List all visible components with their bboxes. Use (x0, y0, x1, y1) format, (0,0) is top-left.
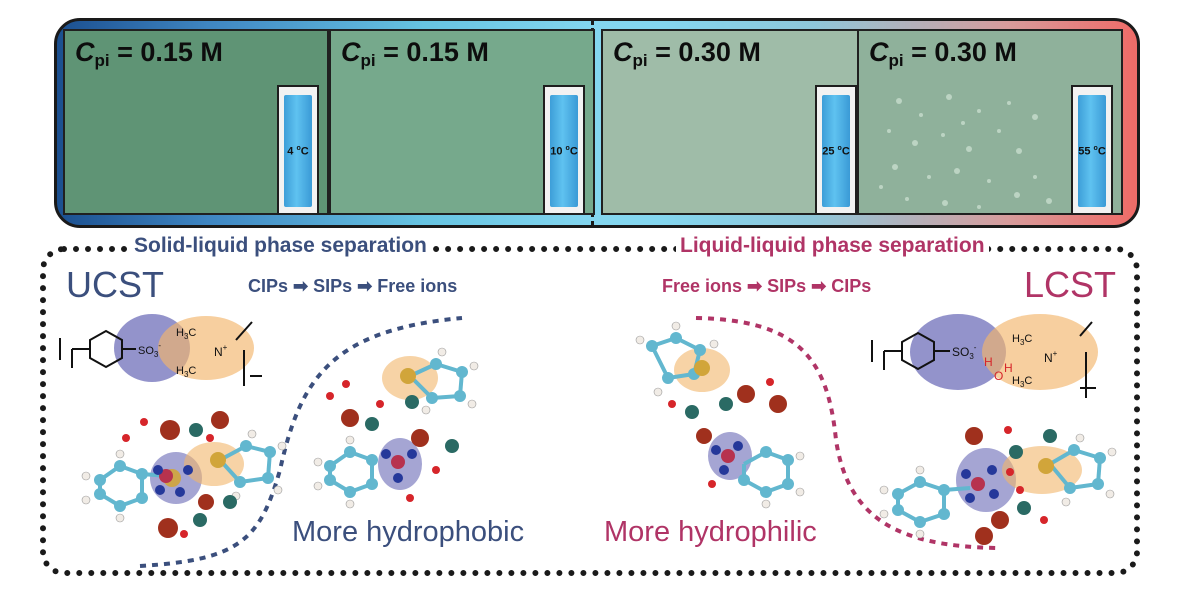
water-hydrogen-label: H (984, 355, 993, 369)
temperature-label: 10 oC (550, 145, 578, 158)
temperature-label: 55 oC (1078, 145, 1106, 158)
vial: 4 oC (277, 85, 319, 213)
lcst-monomer-structure (871, 314, 1098, 398)
concentration-label: Cpi = 0.15 M (341, 37, 489, 70)
concentration-label: Cpi = 0.30 M (869, 37, 1017, 70)
water-oxygen-label: O (994, 369, 1003, 383)
vial-liquid (550, 95, 578, 207)
lcst-sip-cluster (635, 321, 805, 509)
ammonium-label: N+ (214, 343, 228, 359)
ucst-boundary-curve (139, 316, 463, 568)
photo-panel-4: Cpi = 0.30 M 55 oC (857, 29, 1123, 215)
ucst-monomer-structure (59, 314, 262, 386)
photo-band: Cpi = 0.15 M 4 oC Cpi = 0.15 M 10 oC Cpi… (54, 18, 1140, 228)
ucst-label: UCST (66, 264, 164, 305)
temperature-label: 4 oC (287, 145, 309, 158)
vial: 25 oC (815, 85, 857, 213)
methyl-label-top: H3C (176, 327, 196, 341)
hydrophobic-label: More hydrophobic (292, 516, 525, 548)
vial-liquid (822, 95, 850, 207)
vial-liquid (284, 95, 312, 207)
sulfonate-group-label: SO3- (952, 343, 977, 361)
ammonium-label: N+ (1044, 349, 1058, 365)
sulfonate-group-label: SO3- (138, 341, 161, 359)
droplet-pattern (879, 94, 1052, 209)
photo-panel-1: Cpi = 0.15 M 4 oC (63, 29, 329, 215)
lcst-boundary-curve (695, 316, 997, 550)
vial-liquid (1078, 95, 1106, 207)
water-hydrogen-label: H (1004, 361, 1013, 375)
lcst-label: LCST (1024, 264, 1117, 305)
schematic-frame (40, 246, 1140, 576)
heading-liquid-liquid: Liquid-liquid phase separation (676, 234, 989, 258)
ucst-sip-cluster (313, 347, 479, 509)
vial: 55 oC (1071, 85, 1113, 213)
lcst-ion-sequence: Free ions ➡ SIPs ➡ CIPs (662, 276, 872, 296)
concentration-label: Cpi = 0.15 M (75, 37, 223, 70)
ucst-cip-cluster (81, 411, 287, 538)
methyl-label-bottom: H3C (1012, 375, 1032, 389)
photo-panel-2: Cpi = 0.15 M 10 oC (329, 29, 595, 215)
methyl-label-bottom: H3C (176, 365, 196, 379)
hydrophilic-label: More hydrophilic (604, 516, 817, 548)
lcst-cip-cluster (879, 426, 1117, 545)
ucst-ion-sequence: CIPs ➡ SIPs ➡ Free ions (248, 276, 458, 296)
vial: 10 oC (543, 85, 585, 213)
heading-solid-liquid: Solid-liquid phase separation (130, 234, 431, 258)
photo-panel-3: Cpi = 0.30 M 25 oC (601, 29, 867, 215)
methyl-label-top: H3C (1012, 333, 1032, 347)
concentration-label: Cpi = 0.30 M (613, 37, 761, 70)
temperature-label: 25 oC (822, 145, 850, 158)
